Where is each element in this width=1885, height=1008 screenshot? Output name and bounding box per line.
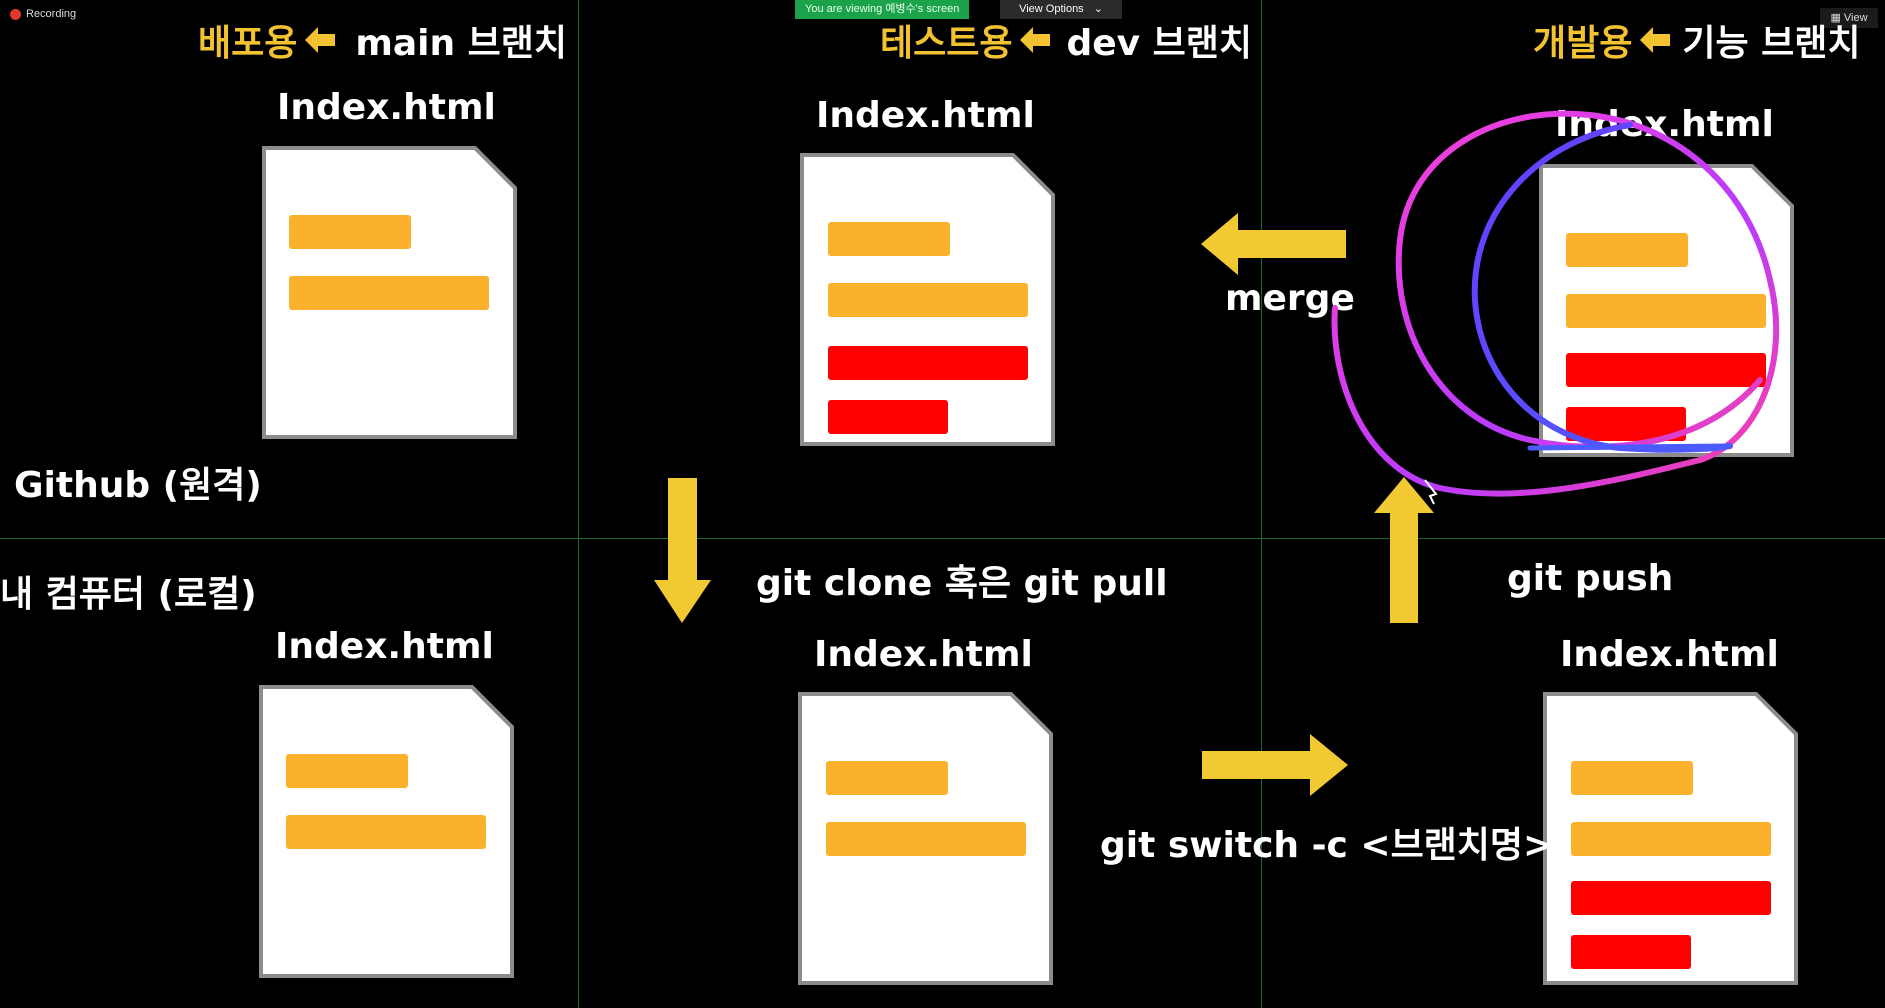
document-icon bbox=[800, 153, 1055, 446]
header-branch: 기능 브랜치 bbox=[1682, 23, 1861, 64]
local-label: 내 컴퓨터 (로컬) bbox=[0, 574, 257, 615]
doc-title: Index.html bbox=[814, 634, 1033, 675]
header-branch: dev 브랜치 bbox=[1066, 23, 1253, 64]
grid-divider bbox=[578, 0, 579, 1008]
remote-label: Github (원격) bbox=[14, 465, 262, 506]
document-icon bbox=[1543, 692, 1798, 985]
arrow-down-icon bbox=[654, 478, 711, 623]
document-icon bbox=[1539, 164, 1794, 457]
grid-divider bbox=[0, 538, 1885, 539]
grid-icon: ▦ bbox=[1830, 12, 1841, 24]
viewing-banner: You are viewing 예병수's screen bbox=[795, 0, 970, 19]
document-icon bbox=[798, 692, 1053, 985]
arrow-right-icon bbox=[1202, 734, 1348, 796]
view-button-label: View bbox=[1843, 12, 1868, 24]
doc-title: Index.html bbox=[1560, 634, 1779, 675]
push-label: git push bbox=[1507, 558, 1674, 599]
grid-divider bbox=[1261, 0, 1262, 1008]
view-options-label: View Options bbox=[1019, 3, 1084, 15]
header-feature-branch: 개발용 기능 브랜치 bbox=[1533, 14, 1861, 66]
arrow-left-icon bbox=[1020, 27, 1051, 53]
arrow-up-icon bbox=[1374, 477, 1434, 623]
document-icon bbox=[262, 146, 517, 439]
arrow-left-icon bbox=[1640, 27, 1671, 53]
header-branch: main 브랜치 bbox=[355, 23, 568, 64]
document-icon bbox=[259, 685, 514, 978]
recording-indicator[interactable]: Recording bbox=[10, 8, 76, 20]
header-dev-branch: 테스트용 dev 브랜치 bbox=[880, 14, 1252, 66]
view-options-button[interactable]: View Options ⌄ bbox=[1000, 0, 1122, 19]
header-role: 개발용 bbox=[1533, 23, 1633, 64]
view-button[interactable]: ▦ View bbox=[1820, 8, 1878, 28]
doc-title: Index.html bbox=[816, 95, 1035, 136]
doc-title: Index.html bbox=[277, 87, 496, 128]
recording-label: Recording bbox=[26, 8, 77, 20]
chevron-down-icon: ⌄ bbox=[1093, 3, 1103, 15]
arrow-left-icon bbox=[1201, 213, 1346, 275]
clone-pull-label: git clone 혹은 git pull bbox=[756, 563, 1168, 604]
header-main-branch: 배포용 main 브랜치 bbox=[198, 14, 567, 66]
doc-title: Index.html bbox=[275, 626, 494, 667]
switch-label: git switch -c <브랜치명> bbox=[1100, 825, 1554, 866]
header-role: 테스트용 bbox=[880, 23, 1013, 64]
header-role: 배포용 bbox=[198, 23, 298, 64]
arrow-left-icon bbox=[305, 27, 336, 53]
record-icon bbox=[10, 8, 21, 20]
